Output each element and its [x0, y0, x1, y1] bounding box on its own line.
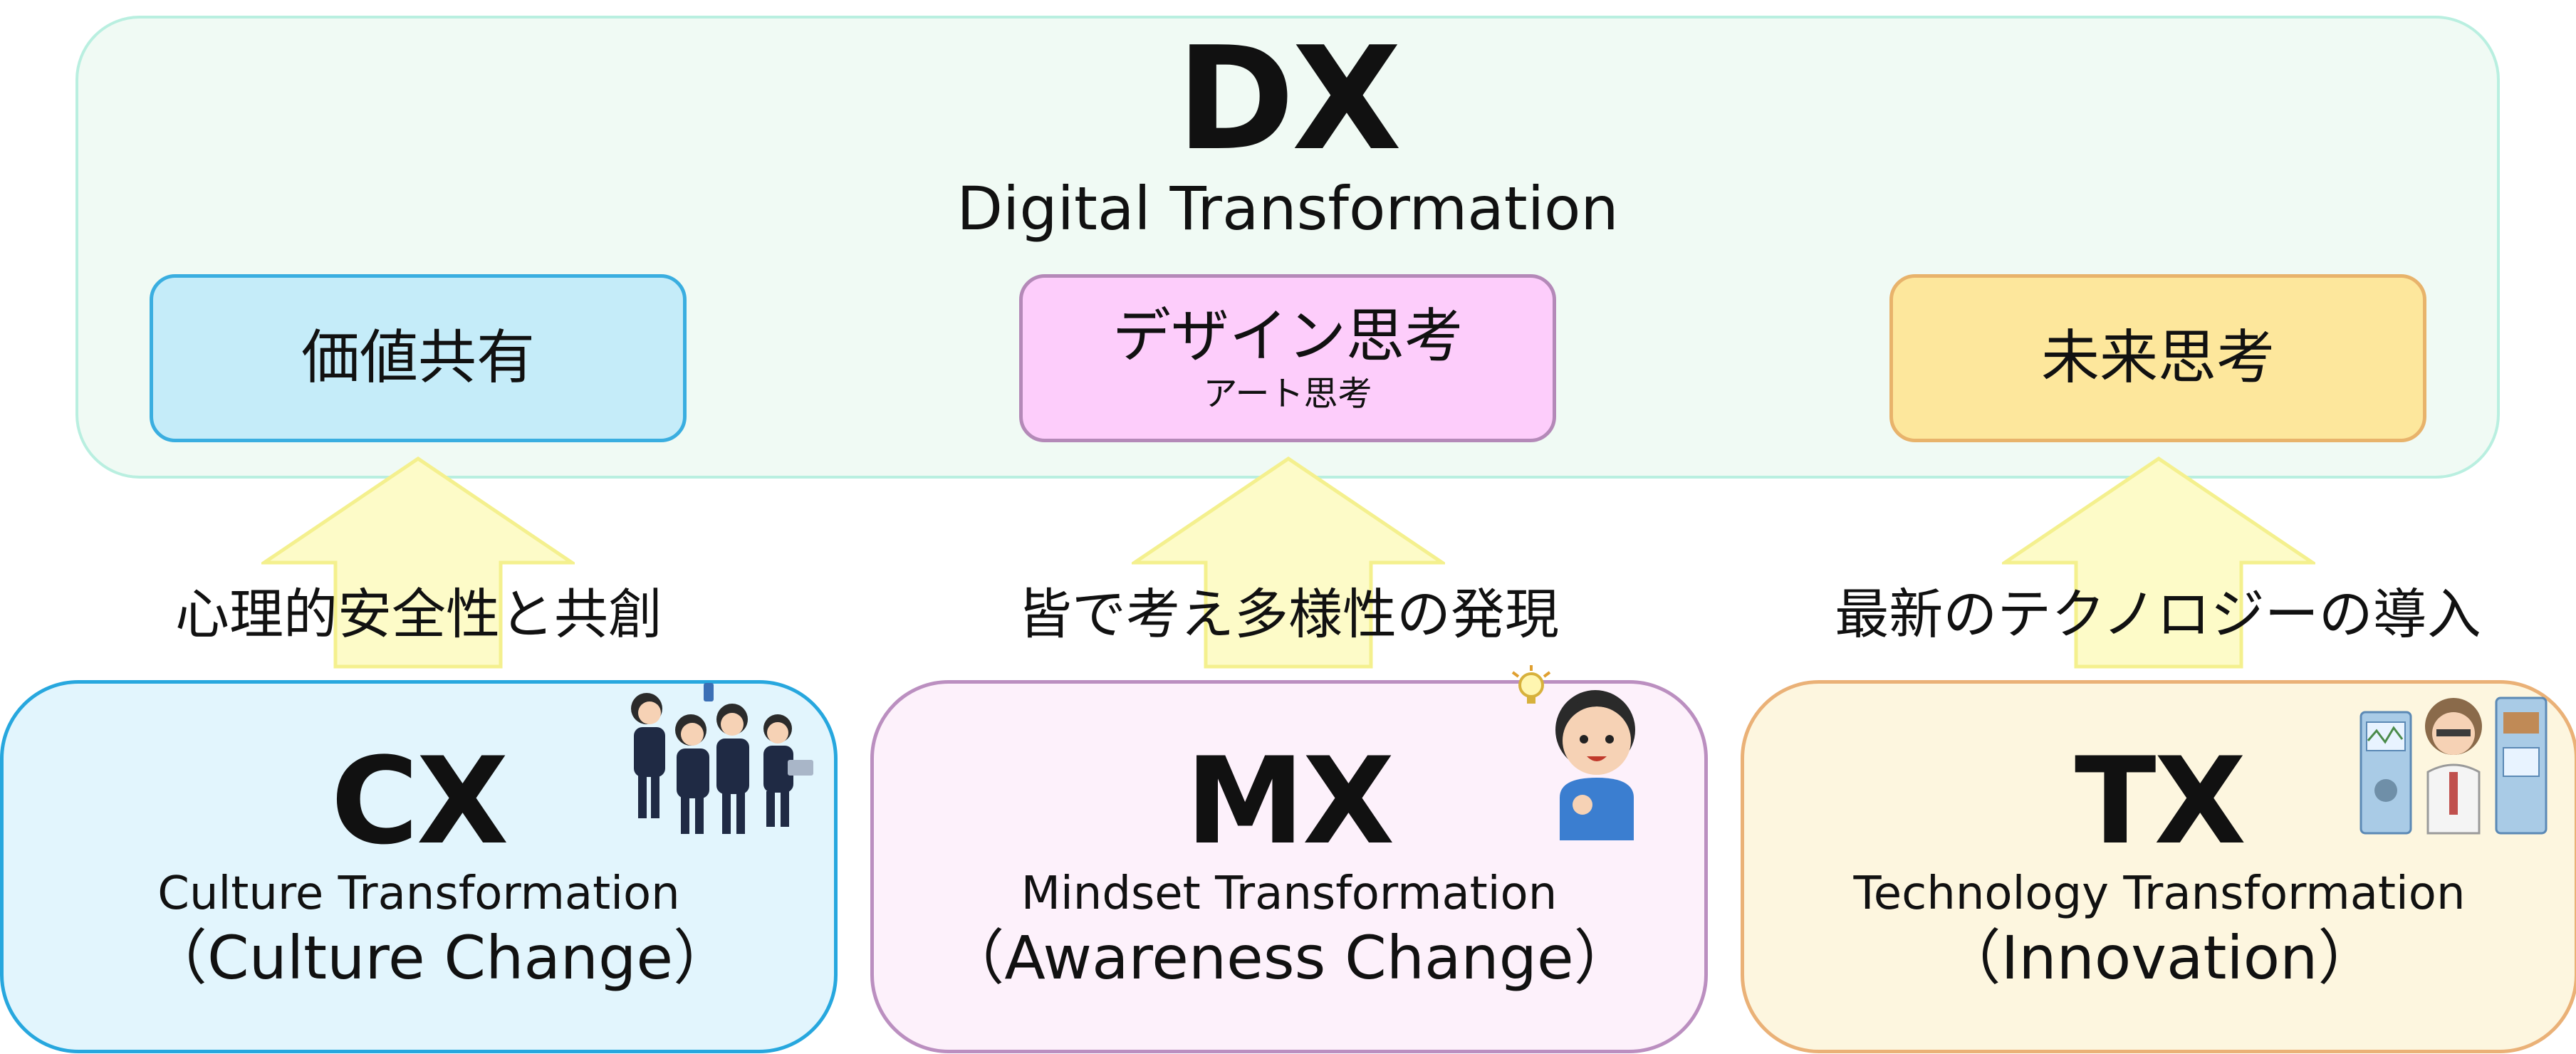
value-box-label: 未来思考 [2040, 324, 2275, 392]
value-box-future-thinking: 未来思考 [1889, 274, 2426, 442]
dx-title: DX [1176, 16, 1402, 182]
value-box-label: 価値共有 [301, 324, 535, 392]
up-arrow-icon [261, 456, 575, 669]
tx-note: （Innovation） [1941, 923, 2378, 993]
value-box-sharing: 価値共有 [150, 274, 687, 442]
caption-mx: 皆で考え多様性の発現 [1018, 583, 1559, 646]
tx-title: TX [2074, 731, 2246, 871]
scientist-lab-illustration [2359, 696, 2548, 835]
value-box-label: デザイン思考 [1112, 303, 1463, 370]
cx-note: （Culture Change） [147, 923, 734, 993]
up-arrow-icon [2002, 456, 2315, 669]
mx-subtitle: Mindset Transformation [1021, 867, 1558, 920]
value-box-sublabel: アート思考 [1203, 374, 1372, 414]
dx-subtitle: Digital Transformation [956, 174, 1619, 244]
idea-person-illustration [1511, 665, 1635, 840]
cx-title: CX [330, 731, 509, 871]
business-team-illustration [631, 683, 813, 834]
value-box-design-thinking: デザイン思考 アート思考 [1019, 274, 1556, 442]
cx-subtitle: Culture Transformation [157, 867, 680, 920]
tx-subtitle: Technology Transformation [1853, 867, 2466, 920]
caption-cx: 心理的安全性と共創 [175, 583, 662, 646]
up-arrow-icon [1132, 456, 1445, 669]
mx-note: （Awareness Change） [944, 923, 1634, 993]
mx-title: MX [1185, 731, 1395, 871]
caption-tx: 最新のテクノロジーの導入 [1835, 583, 2481, 646]
